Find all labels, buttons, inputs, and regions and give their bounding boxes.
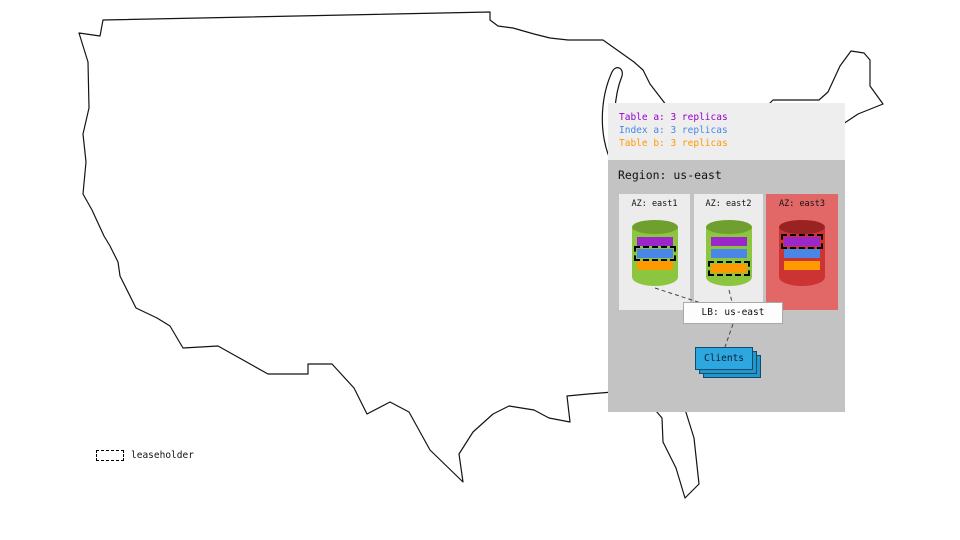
- legend-item-index-a: Index a: 3 replicas: [619, 125, 728, 136]
- db-node-east1-top: [631, 220, 678, 234]
- az-east2: AZ: east2: [694, 194, 763, 310]
- db-node-east1: [631, 220, 678, 286]
- region-label: Region: us-east: [618, 168, 722, 182]
- replica-bar-table-b: [784, 261, 820, 270]
- replica-bar-table-a-leaseholder: [781, 234, 823, 249]
- clients: Clients: [695, 347, 761, 378]
- load-balancer: LB: us-east: [683, 302, 783, 324]
- az-east3: AZ: east3: [766, 194, 838, 310]
- replica-bar-table-b-leaseholder: [707, 261, 750, 276]
- region-box: Region: us-east AZ: east1 AZ: east2: [608, 160, 845, 412]
- leaseholder-label: leaseholder: [131, 450, 194, 461]
- clients-label: Clients: [695, 347, 753, 370]
- az-east3-label: AZ: east3: [778, 199, 826, 209]
- az-east1: AZ: east1: [619, 194, 690, 310]
- leaseholder-legend: leaseholder: [96, 450, 194, 461]
- replica-bar-index-a: [784, 249, 820, 258]
- replica-bar-table-b: [636, 261, 673, 270]
- replica-bar-index-a-leaseholder: [633, 246, 676, 261]
- az-east2-label: AZ: east2: [705, 199, 752, 209]
- replica-bar-table-a: [636, 237, 673, 246]
- legend-item-table-a: Table a: 3 replicas: [619, 112, 728, 123]
- leaseholder-swatch: [96, 450, 124, 461]
- db-node-east2-top: [705, 220, 752, 234]
- az-east1-label: AZ: east1: [631, 199, 678, 209]
- replica-bar-index-a: [710, 249, 747, 258]
- db-node-east3: [779, 220, 825, 286]
- db-node-east2: [705, 220, 752, 286]
- db-node-east3-top: [779, 220, 825, 234]
- legend-item-table-b: Table b: 3 replicas: [619, 138, 728, 149]
- replica-legend: Table a: 3 replicas Index a: 3 replicas …: [608, 103, 845, 160]
- connector-lb-to-clients: [724, 323, 734, 348]
- replica-bar-table-a: [710, 237, 747, 246]
